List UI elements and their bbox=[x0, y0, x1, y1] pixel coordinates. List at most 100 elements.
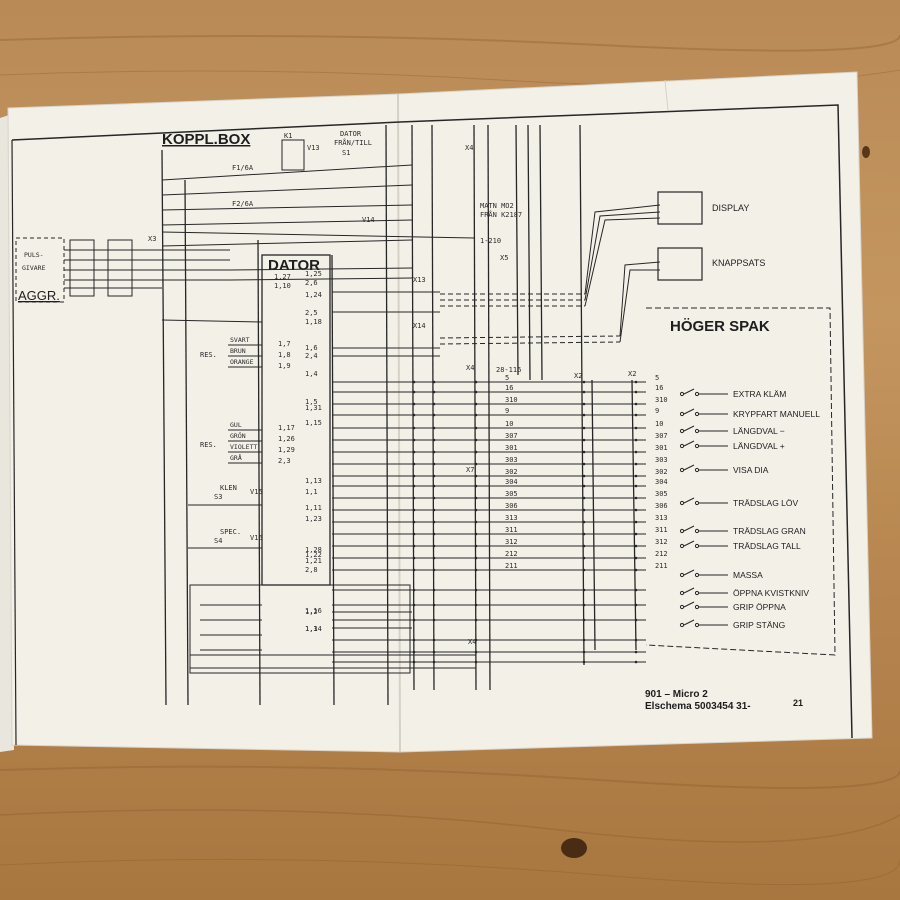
dator-pin: 1,25 bbox=[305, 270, 322, 278]
svg-text:1,7: 1,7 bbox=[278, 340, 291, 348]
dator-pin: 1,6 bbox=[305, 344, 318, 352]
dator-pin: 1,1 bbox=[305, 488, 318, 496]
terminal-dot bbox=[432, 438, 436, 442]
terminal-dot bbox=[412, 402, 416, 406]
dator-pin: 2,4 bbox=[305, 352, 318, 360]
svg-text:RES.: RES. bbox=[200, 351, 217, 359]
function-label: KRYPFART MANUELL bbox=[733, 409, 820, 419]
svg-text:FRÅN K2187: FRÅN K2187 bbox=[480, 210, 522, 219]
terminal-dot bbox=[582, 450, 586, 454]
terminal-dot bbox=[412, 618, 416, 622]
svg-text:GRÖN: GRÖN bbox=[230, 431, 246, 440]
terminal-dot bbox=[432, 496, 436, 500]
dator-pin: 1,2 bbox=[305, 608, 318, 616]
dator-pin: 1,4 bbox=[305, 370, 318, 378]
terminal-dot bbox=[432, 380, 436, 384]
wire-number: 304 bbox=[655, 478, 668, 486]
wire-number: 310 bbox=[505, 396, 518, 404]
svg-text:X3: X3 bbox=[148, 235, 156, 243]
function-item: TRÄDSLAG LÖV bbox=[679, 497, 799, 508]
wire-number: 303 bbox=[505, 456, 518, 464]
wire-number: 307 bbox=[655, 432, 668, 440]
terminal-dot bbox=[474, 508, 478, 512]
wire-number: 304 bbox=[505, 478, 518, 486]
res-group-1: RES. SVART BRUN ORANGE 1,7 1,8 1,9 bbox=[200, 336, 291, 370]
svg-text:RES.: RES. bbox=[200, 441, 217, 449]
function-item: ÖPPNA KVISTKNIV bbox=[679, 587, 809, 598]
terminal-dot bbox=[634, 603, 638, 607]
wood-knot bbox=[561, 838, 587, 858]
svg-text:S4: S4 bbox=[214, 537, 222, 545]
terminal-dot bbox=[582, 660, 586, 664]
terminal-dot bbox=[474, 588, 478, 592]
svg-text:X13: X13 bbox=[413, 276, 426, 284]
dator-pin: 1,5 bbox=[305, 398, 318, 406]
function-item: TRÄDSLAG TALL bbox=[679, 540, 801, 551]
terminal-dot bbox=[582, 413, 586, 417]
terminal-dot bbox=[582, 438, 586, 442]
function-item: EXTRA KLÄM bbox=[679, 388, 786, 399]
terminal-dot bbox=[412, 520, 416, 524]
dator-pin: 1,3 bbox=[305, 625, 318, 633]
terminal-dot bbox=[432, 426, 436, 430]
terminal-dot bbox=[432, 462, 436, 466]
terminal-dot bbox=[432, 638, 436, 642]
dator-pin: 1,24 bbox=[305, 291, 322, 299]
dator-pin: 1,18 bbox=[305, 318, 322, 326]
terminal-dot bbox=[582, 484, 586, 488]
hoger-spak-title: HÖGER SPAK bbox=[670, 318, 770, 335]
terminal-dot bbox=[432, 450, 436, 454]
svg-text:X4: X4 bbox=[465, 144, 473, 152]
svg-text:SVART: SVART bbox=[230, 336, 250, 344]
dator-pin: 2,8 bbox=[305, 566, 318, 574]
terminal-dot bbox=[412, 380, 416, 384]
terminal-dot bbox=[432, 660, 436, 664]
dator-left-pins: 1,271,10 bbox=[274, 273, 291, 290]
terminal-dot bbox=[582, 618, 586, 622]
wire-number: 305 bbox=[505, 490, 518, 498]
wire-number: 9 bbox=[505, 407, 509, 415]
wire-number: 312 bbox=[655, 538, 668, 546]
dator-pin: 1,11 bbox=[305, 504, 322, 512]
terminal-dot bbox=[412, 556, 416, 560]
terminal-dot bbox=[412, 426, 416, 430]
function-label: GRIP STÄNG bbox=[733, 620, 785, 630]
wire-number: 310 bbox=[655, 396, 668, 404]
terminal-dot bbox=[474, 532, 478, 536]
svg-text:GIVARE: GIVARE bbox=[22, 264, 46, 272]
terminal-dot bbox=[634, 462, 638, 466]
wire-number: 212 bbox=[505, 550, 518, 558]
terminal-dot bbox=[582, 402, 586, 406]
terminal-dot bbox=[412, 650, 416, 654]
function-label: TRÄDSLAG GRAN bbox=[733, 526, 806, 536]
wire-number: 302 bbox=[655, 468, 668, 476]
terminal-dot bbox=[474, 618, 478, 622]
svg-text:1,9: 1,9 bbox=[278, 362, 291, 370]
terminal-dot bbox=[634, 390, 638, 394]
function-label: TRÄDSLAG LÖV bbox=[733, 498, 799, 508]
svg-text:1,8: 1,8 bbox=[278, 351, 291, 359]
svg-text:V13: V13 bbox=[307, 144, 320, 152]
terminal-dot bbox=[474, 413, 478, 417]
terminal-dot bbox=[474, 603, 478, 607]
res-group-2: RES. GUL GRÖN VIOLETT GRÅ 1,17 1,26 1,29… bbox=[200, 421, 295, 465]
terminal-dot bbox=[412, 568, 416, 572]
dator-pin: 2,6 bbox=[305, 279, 318, 287]
display-box bbox=[657, 191, 703, 225]
dator-pin: 1,28 bbox=[305, 546, 322, 554]
terminal-dot bbox=[412, 390, 416, 394]
function-label: LÄNGDVAL − bbox=[733, 426, 785, 436]
switch-spec: SPEC. S4 V16 bbox=[188, 528, 263, 549]
terminal-dot bbox=[582, 556, 586, 560]
terminal-dot bbox=[634, 474, 638, 478]
terminal-dot bbox=[634, 544, 638, 548]
wire-number: 301 bbox=[655, 444, 668, 452]
terminal-dot bbox=[634, 413, 638, 417]
wire-number: 312 bbox=[505, 538, 518, 546]
terminal-dot bbox=[634, 426, 638, 430]
terminal-dot bbox=[432, 474, 436, 478]
terminal-dot bbox=[582, 650, 586, 654]
wire-number: 303 bbox=[655, 456, 668, 464]
